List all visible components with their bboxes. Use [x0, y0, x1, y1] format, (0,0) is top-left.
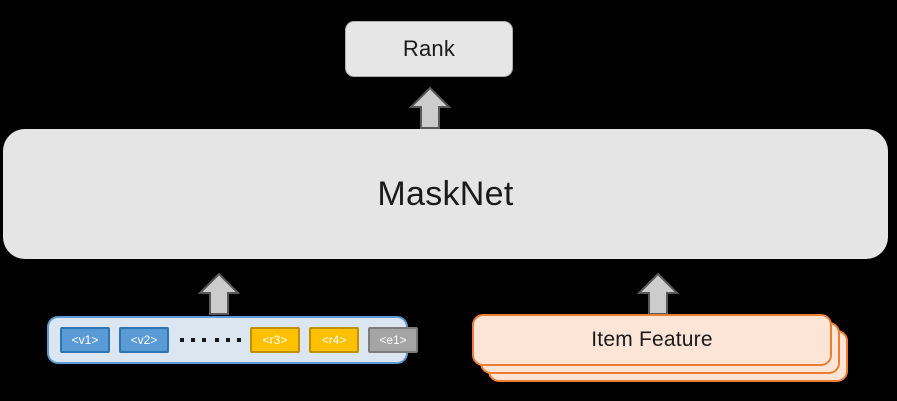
item-feature-stack[interactable]: Item Feature — [472, 314, 857, 386]
ellipsis-first — [180, 338, 206, 342]
token-v2[interactable]: <v2> — [119, 327, 169, 353]
rank-label: Rank — [402, 36, 456, 61]
ellipsis-dot — [180, 338, 184, 342]
item-feature-label: Item Feature — [591, 328, 713, 351]
arrow-up-icon-from-tokens — [198, 272, 240, 316]
token-r3[interactable]: <r3> — [250, 327, 300, 353]
masknet-box[interactable]: MaskNet — [3, 129, 888, 259]
ellipsis-dot — [226, 338, 230, 342]
ellipsis-dot — [202, 338, 206, 342]
ellipsis-dot — [215, 338, 219, 342]
ellipsis-dot — [237, 338, 241, 342]
rank-box[interactable]: Rank — [345, 21, 513, 77]
arrow-up-icon-from-item-feature — [637, 272, 679, 316]
item-feature-card-front[interactable]: Item Feature — [472, 314, 832, 366]
ellipsis-dot — [191, 338, 195, 342]
token-e1[interactable]: <e1> — [368, 327, 418, 353]
arrow-up-icon-to-rank — [409, 86, 451, 130]
masknet-label: MaskNet — [377, 174, 514, 213]
ellipsis-second — [215, 338, 241, 342]
token-sequence-container[interactable]: <v1> <v2> <r3> <r4> <e1> — [47, 316, 418, 364]
token-r4[interactable]: <r4> — [309, 327, 359, 353]
token-v1[interactable]: <v1> — [60, 327, 110, 353]
token-ellipsis-group — [180, 338, 241, 342]
